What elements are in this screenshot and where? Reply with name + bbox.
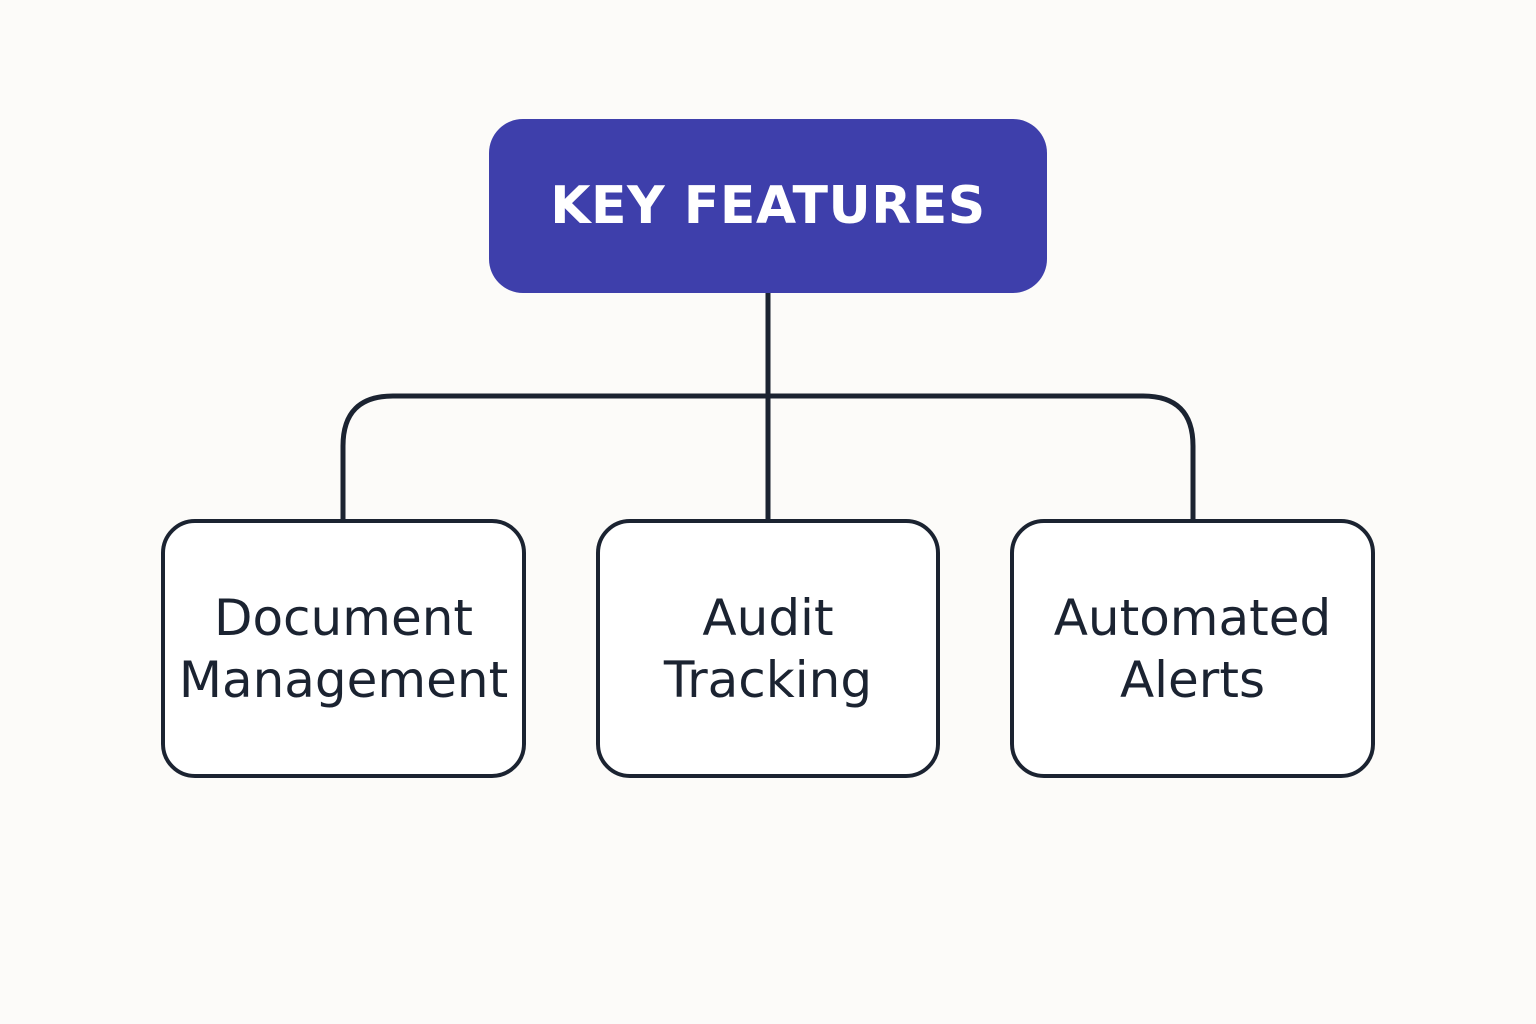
child-node-label-line1: Audit <box>702 588 834 647</box>
child-node-label-line2: Alerts <box>1119 650 1266 709</box>
child-node-label-line2: Tracking <box>663 650 873 709</box>
root-node-key-features: KEY FEATURES <box>489 119 1047 293</box>
root-node-label: KEY FEATURES <box>550 176 986 236</box>
child-node-label-line2: Management <box>178 650 509 709</box>
child-node-automated-alerts: Automated Alerts <box>1010 519 1375 778</box>
child-node-label-line1: Document <box>213 588 474 647</box>
child-node-audit-tracking: Audit Tracking <box>596 519 940 778</box>
child-node-document-management: Document Management <box>161 519 526 778</box>
child-node-label-line1: Automated <box>1053 588 1332 647</box>
